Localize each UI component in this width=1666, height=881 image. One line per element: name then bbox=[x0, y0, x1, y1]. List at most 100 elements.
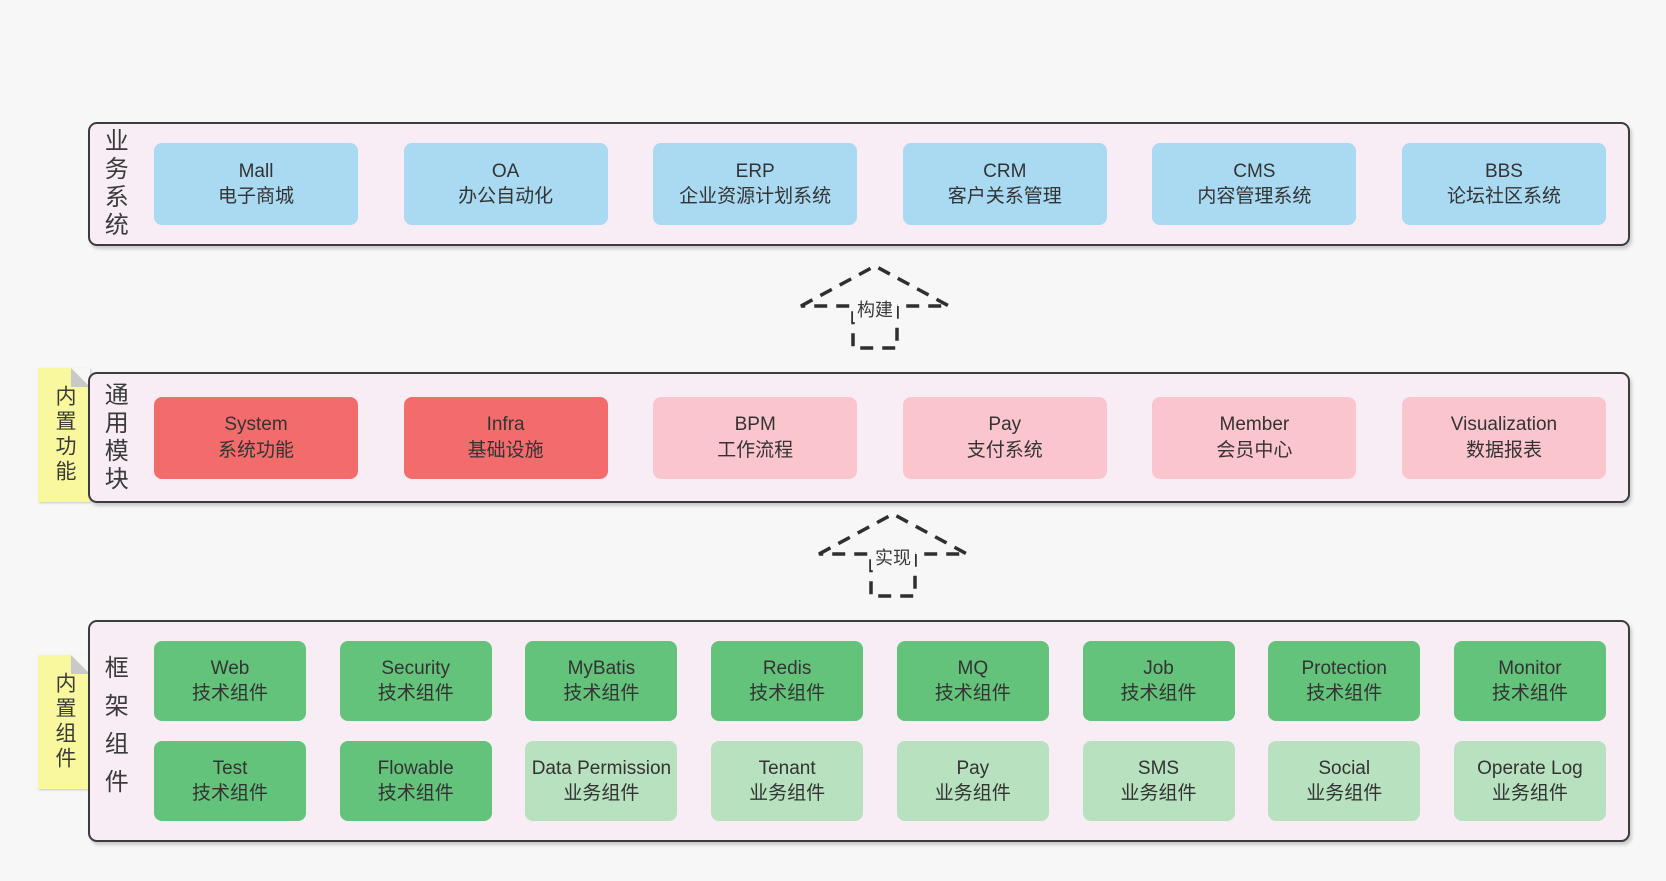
box-subtitle: 技术组件 bbox=[377, 782, 454, 804]
box-erp: ERP 企业资源计划系统 bbox=[653, 143, 858, 225]
box-subtitle: 支付系统 bbox=[966, 439, 1043, 461]
box-subtitle: 业务组件 bbox=[749, 782, 826, 804]
box-subtitle: 工作流程 bbox=[717, 439, 794, 461]
band-rows: Web 技术组件 Security 技术组件 MyBatis 技术组件 Redi… bbox=[154, 622, 1606, 840]
box-title: Job bbox=[1143, 658, 1174, 680]
box-title: Mall bbox=[238, 160, 274, 182]
band-label: 通用模块 bbox=[100, 381, 128, 494]
box-title: Pay bbox=[956, 757, 990, 779]
box-bpm: BPM 工作流程 bbox=[653, 396, 858, 479]
box-title: Security bbox=[381, 658, 451, 680]
box-infra: Infra 基础设施 bbox=[403, 396, 608, 479]
box-job: Job 技术组件 bbox=[1082, 641, 1235, 722]
box-title: Visualization bbox=[1450, 414, 1558, 436]
box-mall: Mall 电子商城 bbox=[154, 143, 358, 225]
box-title: MyBatis bbox=[567, 658, 636, 680]
box-subtitle: 技术组件 bbox=[1306, 683, 1383, 705]
box-subtitle: 技术组件 bbox=[377, 683, 454, 705]
box-data-permission: Data Permission 业务组件 bbox=[525, 740, 678, 821]
box-pay: Pay 支付系统 bbox=[902, 396, 1107, 479]
box-title: Member bbox=[1219, 414, 1290, 436]
sticky-note-builtin-components: 内置组件 bbox=[38, 655, 90, 789]
box-title: Tenant bbox=[758, 757, 816, 779]
arrow-label: 构建 bbox=[853, 296, 897, 323]
box-subtitle: 技术组件 bbox=[934, 683, 1011, 705]
box-subtitle: 业务组件 bbox=[1306, 782, 1383, 804]
box-title: Infra bbox=[486, 414, 525, 436]
box-title: OA bbox=[491, 160, 520, 182]
box-pay-biz: Pay 业务组件 bbox=[896, 740, 1049, 821]
box-subtitle: 技术组件 bbox=[191, 683, 268, 705]
sticky-note-label: 内置功能 bbox=[53, 385, 76, 485]
box-subtitle: 技术组件 bbox=[563, 683, 640, 705]
box-subtitle: 基础设施 bbox=[467, 439, 544, 461]
box-title: BBS bbox=[1484, 160, 1523, 182]
box-system: System 系统功能 bbox=[154, 396, 358, 479]
box-subtitle: 会员中心 bbox=[1216, 439, 1293, 461]
box-crm: CRM 客户关系管理 bbox=[902, 143, 1107, 225]
box-title: Data Permission bbox=[531, 757, 672, 779]
box-flowable: Flowable 技术组件 bbox=[339, 740, 492, 821]
box-title: System bbox=[224, 414, 288, 436]
box-subtitle: 论坛社区系统 bbox=[1446, 186, 1561, 207]
box-title: Operate Log bbox=[1477, 757, 1583, 779]
box-redis: Redis 技术组件 bbox=[711, 641, 864, 722]
box-visualization: Visualization 数据报表 bbox=[1401, 396, 1606, 479]
box-subtitle: 办公自动化 bbox=[458, 186, 554, 207]
box-bbs: BBS 论坛社区系统 bbox=[1401, 143, 1606, 225]
box-subtitle: 技术组件 bbox=[191, 782, 268, 804]
box-web: Web 技术组件 bbox=[154, 641, 306, 722]
box-subtitle: 内容管理系统 bbox=[1197, 186, 1312, 207]
box-monitor: Monitor 技术组件 bbox=[1453, 641, 1606, 722]
band-row: Web 技术组件 Security 技术组件 MyBatis 技术组件 Redi… bbox=[154, 641, 1606, 722]
box-title: Pay bbox=[988, 414, 1022, 436]
box-title: ERP bbox=[735, 160, 775, 182]
band-business-systems: 业务系统 Mall 电子商城 OA 办公自动化 ERP 企业资源计划系统 CRM… bbox=[88, 122, 1630, 246]
box-title: CMS bbox=[1233, 160, 1276, 182]
box-subtitle: 技术组件 bbox=[1491, 683, 1568, 705]
band-label: 业务系统 bbox=[100, 128, 128, 240]
band-common-modules: 通用模块 System 系统功能 Infra 基础设施 BPM 工作流程 Pay… bbox=[88, 372, 1630, 503]
box-subtitle: 数据报表 bbox=[1465, 439, 1542, 461]
box-subtitle: 技术组件 bbox=[1120, 683, 1197, 705]
box-operate-log: Operate Log 业务组件 bbox=[1453, 740, 1606, 821]
box-title: CRM bbox=[983, 160, 1027, 182]
box-mybatis: MyBatis 技术组件 bbox=[525, 641, 678, 722]
box-title: MQ bbox=[957, 658, 989, 680]
box-title: BPM bbox=[734, 414, 776, 436]
arrow-implement: 实现 bbox=[813, 508, 973, 600]
box-tenant: Tenant 业务组件 bbox=[711, 740, 864, 821]
box-sms: SMS 业务组件 bbox=[1082, 740, 1235, 821]
box-title: SMS bbox=[1137, 757, 1180, 779]
band-row: Mall 电子商城 OA 办公自动化 ERP 企业资源计划系统 CRM 客户关系… bbox=[154, 124, 1606, 244]
box-subtitle: 系统功能 bbox=[217, 439, 294, 461]
box-subtitle: 业务组件 bbox=[934, 782, 1011, 804]
box-subtitle: 业务组件 bbox=[1491, 782, 1568, 804]
box-title: Protection bbox=[1301, 658, 1387, 680]
box-subtitle: 业务组件 bbox=[563, 782, 640, 804]
box-social: Social 业务组件 bbox=[1268, 740, 1421, 821]
box-cms: CMS 内容管理系统 bbox=[1152, 143, 1357, 225]
box-subtitle: 企业资源计划系统 bbox=[679, 186, 832, 207]
box-test: Test 技术组件 bbox=[154, 740, 306, 821]
box-subtitle: 客户关系管理 bbox=[947, 186, 1062, 207]
box-title: Web bbox=[210, 658, 250, 680]
band-row: System 系统功能 Infra 基础设施 BPM 工作流程 Pay 支付系统… bbox=[154, 374, 1606, 501]
box-subtitle: 技术组件 bbox=[749, 683, 826, 705]
box-title: Flowable bbox=[377, 757, 454, 779]
band-framework-components: 框架组件 Web 技术组件 Security 技术组件 MyBatis 技术组件… bbox=[88, 620, 1630, 842]
box-subtitle: 业务组件 bbox=[1120, 782, 1197, 804]
box-title: Monitor bbox=[1498, 658, 1562, 680]
band-label: 框架组件 bbox=[100, 655, 128, 807]
box-protection: Protection 技术组件 bbox=[1268, 641, 1421, 722]
arrow-label: 实现 bbox=[871, 544, 915, 571]
box-title: Test bbox=[212, 757, 248, 779]
box-title: Redis bbox=[762, 658, 812, 680]
box-subtitle: 电子商城 bbox=[217, 186, 294, 207]
box-oa: OA 办公自动化 bbox=[403, 143, 608, 225]
box-title: Social bbox=[1318, 757, 1371, 779]
band-row: Test 技术组件 Flowable 技术组件 Data Permission … bbox=[154, 740, 1606, 821]
box-mq: MQ 技术组件 bbox=[896, 641, 1049, 722]
sticky-note-builtin-features: 内置功能 bbox=[38, 368, 90, 502]
